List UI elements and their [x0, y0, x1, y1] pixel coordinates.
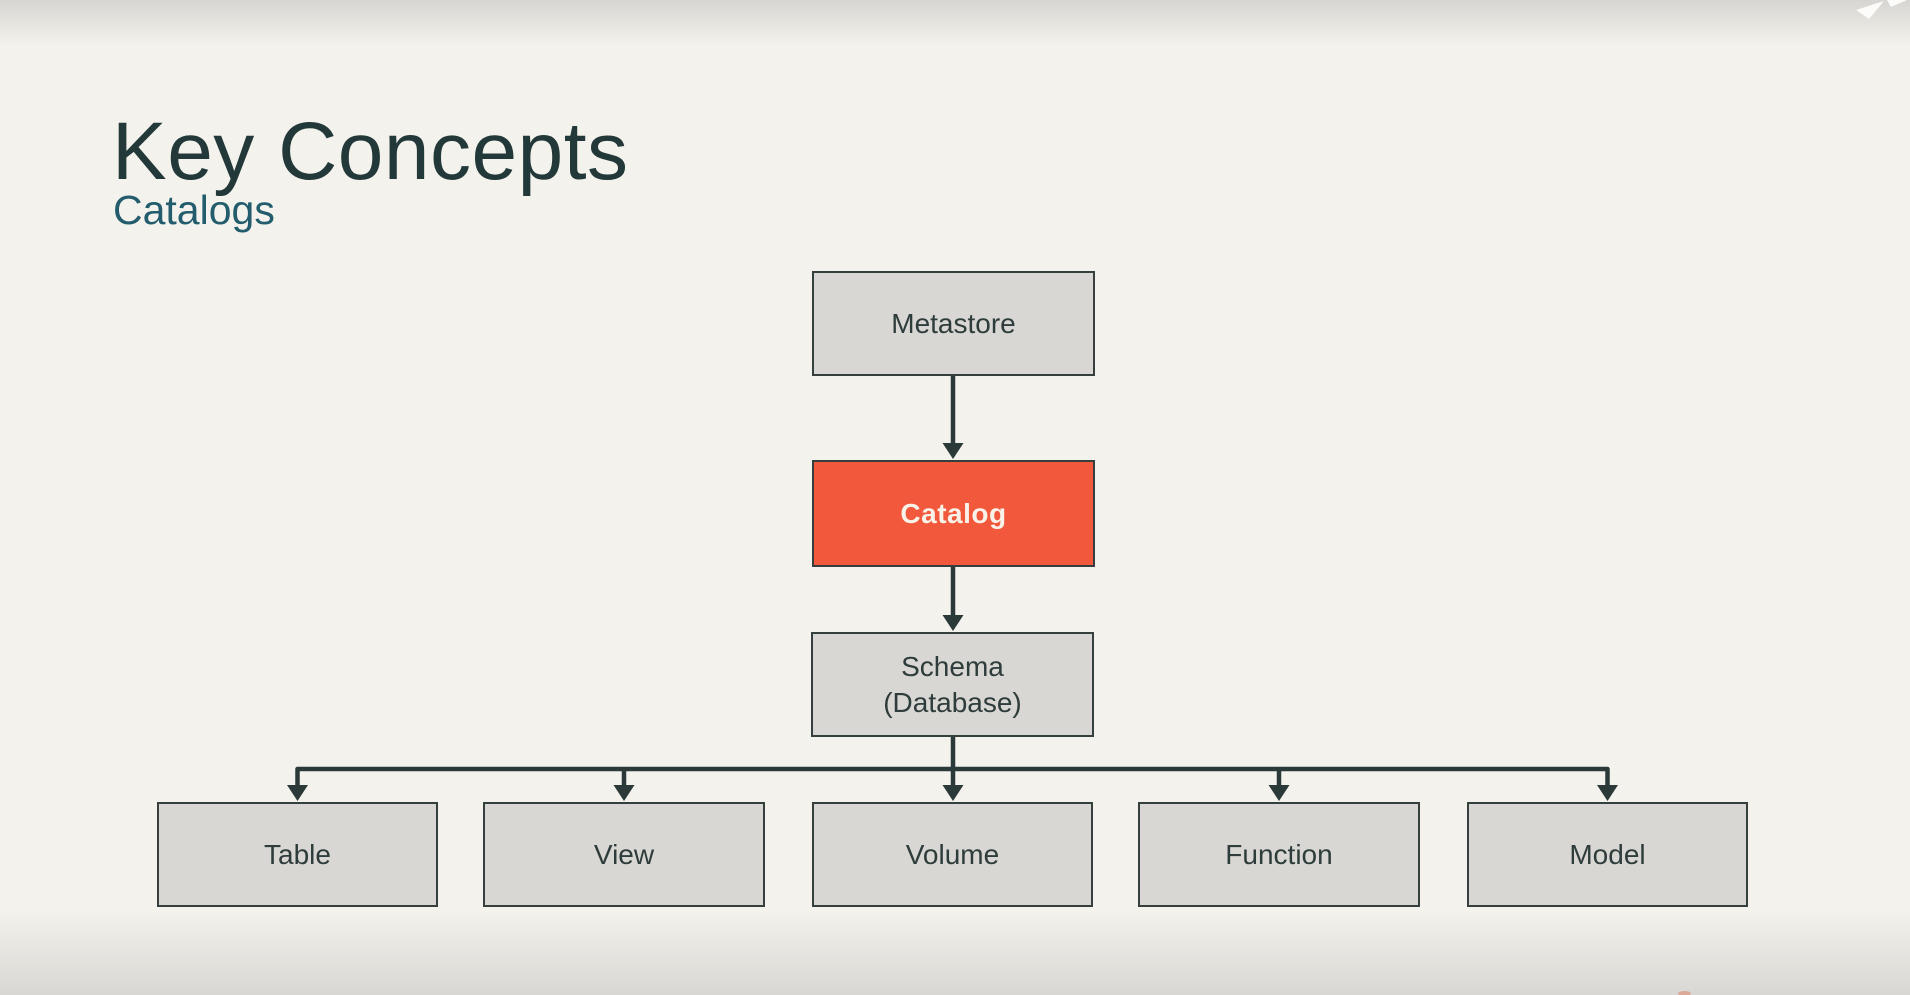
node-label: View: [593, 838, 655, 870]
bottom-edge-artifact: [1678, 991, 1691, 995]
arrowhead-icon: [1268, 785, 1290, 801]
arrowhead-icon: [942, 785, 964, 801]
node-volume: Volume: [812, 802, 1093, 907]
bottom-gradient-band: [0, 910, 1910, 995]
arrowhead-icon: [613, 785, 635, 801]
node-model: Model: [1467, 802, 1748, 907]
node-schema: Schema (Database): [811, 632, 1094, 737]
node-catalog: Catalog: [812, 460, 1095, 567]
node-label: Function: [1225, 838, 1333, 870]
node-label: Model: [1569, 838, 1646, 870]
page-subtitle: Catalogs: [113, 187, 275, 234]
node-label: Catalog: [900, 497, 1007, 529]
edge-distribution-bus: [295, 766, 1610, 790]
node-label: Schema (Database): [883, 650, 1022, 718]
arrowhead-icon: [942, 443, 964, 459]
arrowhead-icon: [287, 785, 308, 801]
node-table: Table: [157, 802, 438, 907]
node-function: Function: [1138, 802, 1420, 907]
node-label: Metastore: [891, 307, 1016, 339]
node-label: Volume: [905, 838, 1000, 870]
node-label: Table: [264, 838, 331, 870]
top-gradient-band: [0, 0, 1910, 46]
node-view: View: [483, 802, 765, 907]
node-metastore: Metastore: [812, 271, 1095, 376]
page-title: Key Concepts: [112, 105, 629, 197]
arrowhead-icon: [1597, 785, 1618, 801]
arrowhead-icon: [942, 615, 964, 631]
